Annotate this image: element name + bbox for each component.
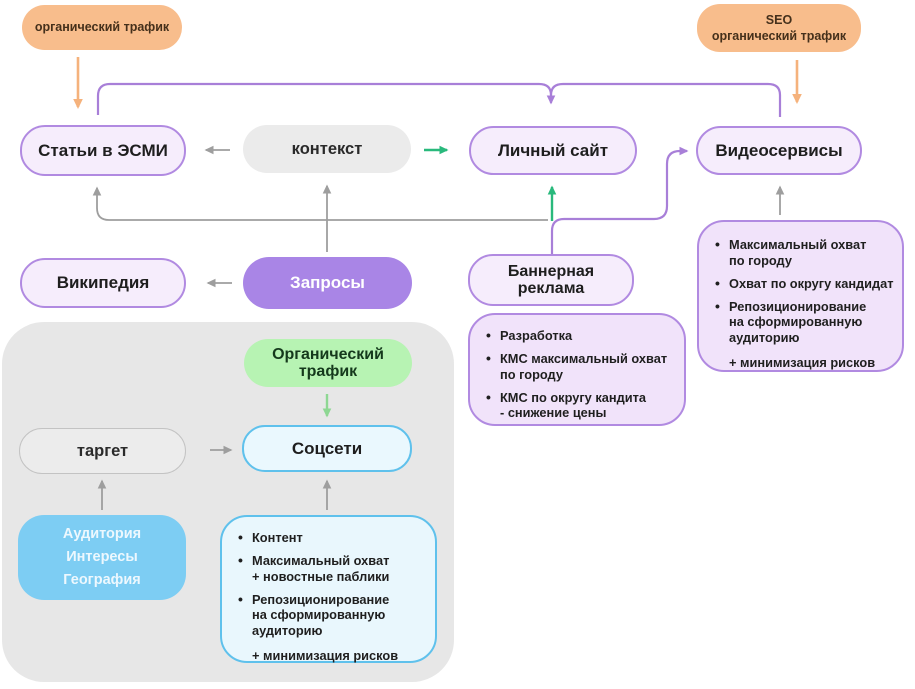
node-social-networks: Соцсети [242,425,412,472]
list-item: Контент [235,529,429,546]
arrow-articles-to-personal-site [96,82,556,115]
social-details-list: Контент Максимальный охват + новостные п… [235,529,429,640]
node-wikipedia: Википедия [20,258,186,308]
social-details-box: Контент Максимальный охват + новостные п… [220,515,437,663]
node-queries: Запросы [243,257,412,309]
list-item: Репозиционирование на сформированную ауд… [712,298,896,347]
node-organic-traffic-source: органический трафик [22,5,182,50]
node-video-services: Видеосервисы [696,126,862,175]
node-personal-site: Личный сайт [469,126,637,175]
list-item: КМС по округу кандита - снижение цены [483,389,678,422]
list-footnote: + минимизация рисков [252,648,399,664]
node-banner-ads: Баннерная реклама [468,254,634,306]
node-seo-organic-traffic-source: SEO органический трафик [697,4,861,52]
node-audience-interests-geography: Аудитория Интересы География [18,515,186,600]
connector-bracket-to-videoservices [549,82,782,117]
list-item: Охват по округу кандидат [712,275,896,292]
video-details-list: Максимальный охват по городу Охват по ок… [712,236,896,347]
node-context: контекст [243,125,411,173]
banner-details-box: Разработка КМС максимальный охват по гор… [468,313,686,426]
arrow-banner-to-videoservices [550,146,689,255]
list-item: Репозиционирование на сформированную ауд… [235,591,429,640]
list-item: Максимальный охват по городу [712,236,896,269]
node-target: таргет [19,428,186,474]
banner-details-list: Разработка КМС максимальный охват по гор… [483,327,678,422]
list-item: Разработка [483,327,678,344]
arrow-banner-to-articles [92,186,548,221]
node-organic-traffic: Органический трафик [244,339,412,387]
video-details-box: Максимальный охват по городу Охват по ок… [697,220,904,372]
list-item: Максимальный охват + новостные паблики [235,552,429,585]
list-footnote: + минимизация рисков [729,355,876,371]
list-item: КМС максимальный охват по городу [483,350,678,383]
node-articles-esmi: Статьи в ЭСМИ [20,125,186,176]
